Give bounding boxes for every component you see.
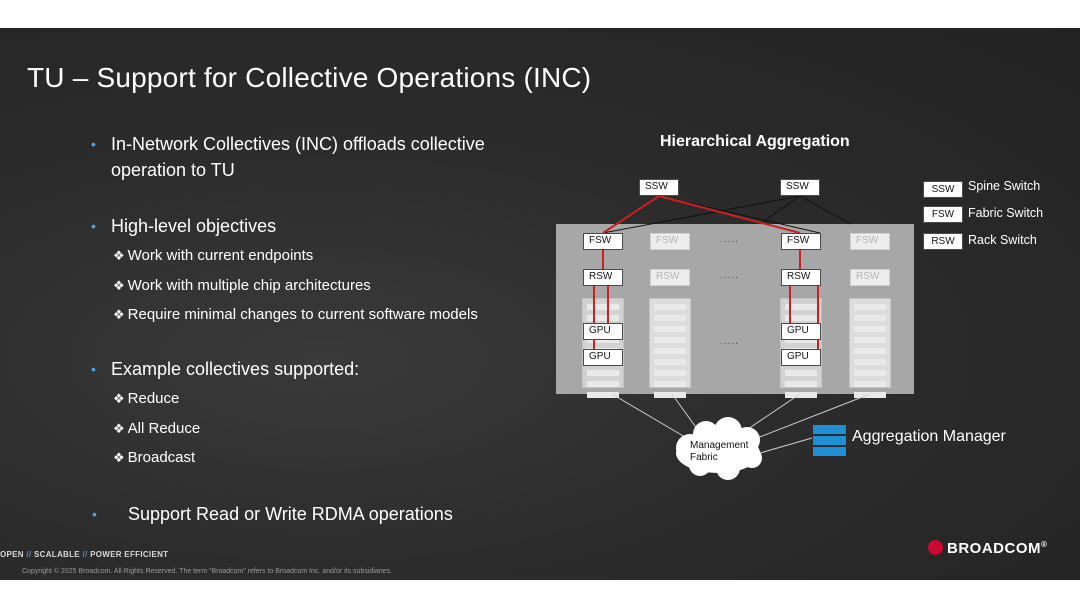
- collective-text: Broadcast: [127, 449, 196, 466]
- diagram-title: Hierarchical Aggregation: [660, 133, 850, 150]
- objective-item: ❖Work with multiple chip architectures: [113, 277, 371, 294]
- slide: TU – Support for Collective Operations (…: [0, 28, 1080, 580]
- trademark-symbol: ®: [1041, 540, 1048, 549]
- ellipsis: .....: [720, 336, 739, 347]
- spine-switch: SSW: [780, 179, 820, 196]
- legend-fsw-box: FSW: [923, 206, 963, 223]
- bullet-rdma-text: Support Read or Write RDMA operations: [128, 504, 453, 524]
- diamond-bullet-icon: ❖: [113, 450, 125, 465]
- tagline-separator: //: [26, 550, 32, 559]
- spine-link: [799, 195, 851, 225]
- objective-item: ❖Work with current endpoints: [113, 247, 313, 264]
- ellipsis: .....: [720, 234, 739, 245]
- aggregation-manager-label: Aggregation Manager: [852, 428, 1006, 445]
- objective-item: ❖Require minimal changes to current soft…: [113, 306, 478, 323]
- diamond-bullet-icon: ❖: [113, 278, 125, 293]
- objective-text: Require minimal changes to current softw…: [127, 306, 478, 323]
- spine-switch: SSW: [639, 179, 679, 196]
- collective-text: Reduce: [127, 390, 180, 407]
- management-link: [611, 393, 691, 441]
- tagline-scalable: SCALABLE: [33, 550, 80, 559]
- collective-item: ❖Broadcast: [113, 449, 195, 466]
- rack-switch: RSW: [650, 269, 690, 286]
- footer-tagline: OPEN // SCALABLE // POWER EFFICIENT: [0, 550, 168, 559]
- gpu-node: GPU: [583, 323, 623, 340]
- bullet-objectives-text: High-level objectives: [111, 216, 277, 236]
- bullet-inc-text: In-Network Collectives (INC) offloads co…: [111, 134, 485, 180]
- cloud-icon: [676, 417, 762, 480]
- legend-rsw-label: Rack Switch: [968, 233, 1037, 247]
- broadcom-logo: BROADCOM®: [928, 540, 1047, 557]
- collective-item: ❖Reduce: [113, 390, 179, 407]
- collective-text: All Reduce: [127, 420, 201, 437]
- rack-switch: RSW: [781, 269, 821, 286]
- legend-ssw-box: SSW: [923, 181, 963, 198]
- broadcom-logo-text: BROADCOM: [947, 540, 1041, 557]
- objective-text: Work with current endpoints: [127, 247, 314, 264]
- bullet-collectives-text: Example collectives supported:: [111, 359, 360, 379]
- objective-text: Work with multiple chip architectures: [127, 277, 371, 294]
- bullet-collectives: • Example collectives supported:: [91, 356, 360, 382]
- aggregation-path: [658, 195, 801, 234]
- bullet-dot: •: [92, 506, 97, 522]
- tagline-power-efficient: POWER EFFICIENT: [90, 550, 169, 559]
- server-rack: [582, 298, 624, 398]
- ellipsis: .....: [720, 270, 739, 281]
- diagram-connections: [593, 195, 871, 480]
- bullet-rdma: • Support Read or Write RDMA operations: [92, 501, 453, 527]
- diamond-bullet-icon: ❖: [113, 307, 125, 322]
- server-rack: [649, 298, 691, 398]
- management-link: [741, 393, 801, 434]
- gpu-node: GPU: [781, 349, 821, 366]
- bullet-inc: • In-Network Collectives (INC) offloads …: [91, 131, 511, 183]
- server-rack: [780, 298, 822, 398]
- spine-link: [759, 195, 801, 225]
- spine-link: [602, 195, 801, 234]
- management-link: [759, 437, 813, 454]
- copyright-notice: Copyright © 2025 Broadcom. All Rights Re…: [22, 568, 392, 575]
- gpu-node: GPU: [781, 323, 821, 340]
- gpu-node: GPU: [583, 349, 623, 366]
- legend-fsw-label: Fabric Switch: [968, 206, 1044, 220]
- diamond-bullet-icon: ❖: [113, 391, 125, 406]
- tagline-open: OPEN: [0, 550, 24, 559]
- legend-ssw-label: Spine Switch: [968, 179, 1041, 193]
- collective-item: ❖All Reduce: [113, 420, 200, 437]
- tagline-separator: //: [82, 550, 88, 559]
- bullet-objectives: • High-level objectives: [91, 213, 277, 239]
- broadcom-logo-icon: [928, 540, 943, 555]
- server-rack: [849, 298, 891, 398]
- fabric-switch: FSW: [781, 233, 821, 250]
- fabric-switch: FSW: [583, 233, 623, 250]
- aggregation-path: [602, 195, 660, 234]
- fabric-switch: FSW: [650, 233, 690, 250]
- rack-switch: RSW: [583, 269, 623, 286]
- aggregation-manager-icon: [813, 425, 846, 456]
- slide-title: TU – Support for Collective Operations (…: [27, 62, 592, 93]
- management-fabric-label: Management Fabric: [690, 440, 749, 463]
- management-link: [671, 393, 701, 434]
- legend-rsw-box: RSW: [923, 233, 963, 250]
- bullet-dot: •: [91, 136, 96, 152]
- rack-switch: RSW: [850, 269, 890, 286]
- diamond-bullet-icon: ❖: [113, 421, 125, 436]
- diamond-bullet-icon: ❖: [113, 248, 125, 263]
- bullet-dot: •: [91, 218, 96, 234]
- management-link: [751, 393, 871, 441]
- fabric-switch: FSW: [850, 233, 890, 250]
- bullet-dot: •: [91, 361, 96, 377]
